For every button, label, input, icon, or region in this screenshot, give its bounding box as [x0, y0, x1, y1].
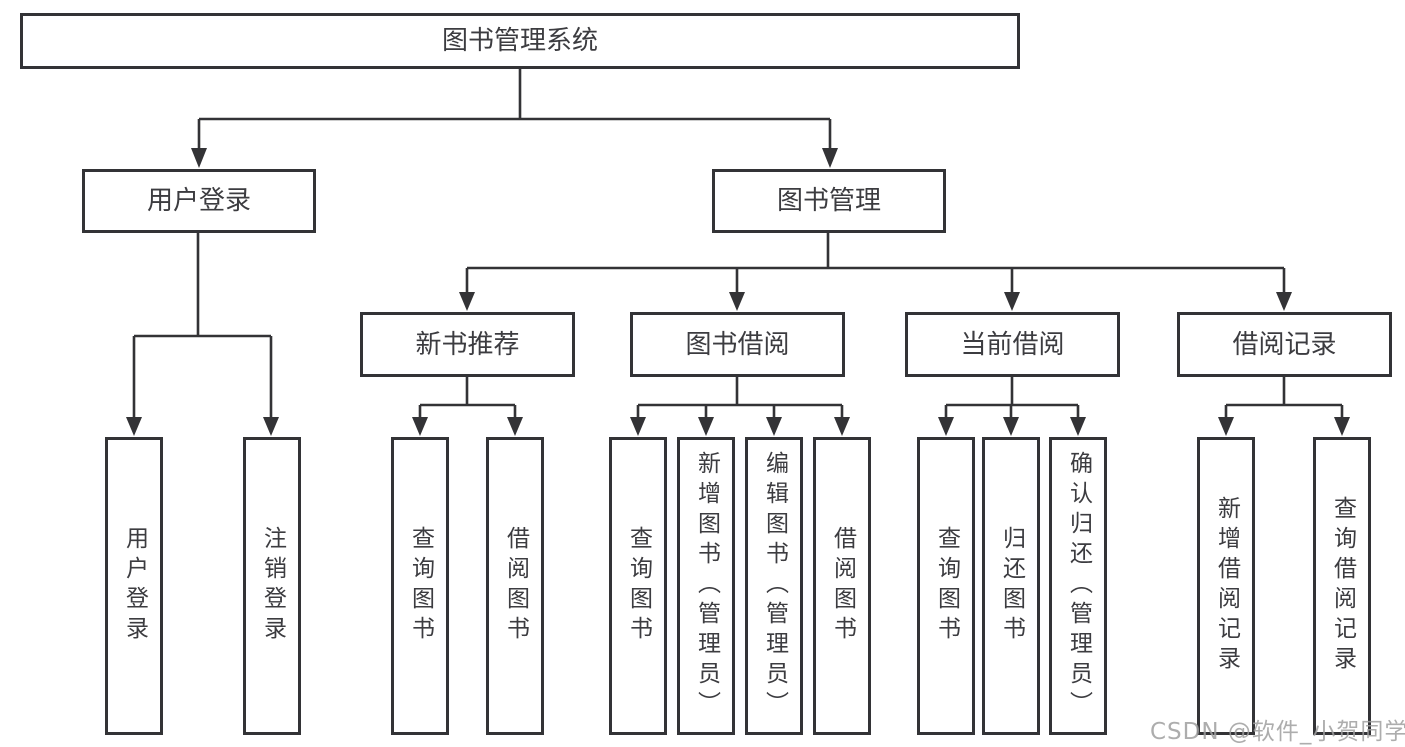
leaf-borrow-books-recommend: 借阅图书: [486, 437, 544, 735]
node-label: 查询图书: [933, 526, 960, 646]
node-label: 新增借阅记录: [1213, 496, 1240, 676]
node-label: 注销登录: [259, 526, 286, 646]
node-book-management: 图书管理: [712, 169, 946, 233]
leaf-edit-books-admin: 编辑图书（管理员）: [745, 437, 803, 735]
leaf-add-borrow-record: 新增借阅记录: [1197, 437, 1255, 735]
node-book-borrowing: 图书借阅: [630, 312, 845, 377]
node-label: 图书管理系统: [441, 26, 598, 56]
leaf-confirm-return-admin: 确认归还（管理员）: [1049, 437, 1107, 735]
leaf-user-login: 用户登录: [105, 437, 163, 735]
csdn-watermark: CSDN @软件_小贺同学: [1150, 719, 1405, 745]
node-label: 确认归还（管理员）: [1065, 451, 1092, 721]
node-library-management-system: 图书管理系统: [20, 13, 1020, 69]
leaf-logout: 注销登录: [243, 437, 301, 735]
node-label: 借阅图书: [502, 526, 529, 646]
node-new-book-recommendation: 新书推荐: [360, 312, 575, 377]
leaf-query-books-borrow: 查询图书: [609, 437, 667, 735]
node-label: 当前借阅: [960, 329, 1065, 360]
node-user-login: 用户登录: [82, 169, 316, 233]
node-label: 用户登录: [146, 186, 251, 216]
node-label: 编辑图书（管理员）: [761, 451, 788, 721]
node-label: 查询借阅记录: [1329, 496, 1356, 676]
arrowhead-icons: [126, 148, 1350, 436]
node-borrowing-records: 借阅记录: [1177, 312, 1392, 377]
node-label: 查询图书: [407, 526, 434, 646]
node-label: 新书推荐: [415, 329, 520, 360]
leaf-query-borrow-record: 查询借阅记录: [1313, 437, 1371, 735]
node-label: 用户登录: [121, 526, 148, 646]
leaf-return-books: 归还图书: [982, 437, 1040, 735]
node-label: 借阅图书: [829, 526, 856, 646]
node-label: 借阅记录: [1232, 329, 1337, 360]
node-current-borrowing: 当前借阅: [905, 312, 1120, 377]
node-label: 图书管理: [776, 186, 881, 216]
leaf-add-books-admin: 新增图书（管理员）: [677, 437, 735, 735]
node-label: 查询图书: [625, 526, 652, 646]
leaf-query-books-recommend: 查询图书: [391, 437, 449, 735]
leaf-query-books-current: 查询图书: [917, 437, 975, 735]
node-label: 新增图书（管理员）: [693, 451, 720, 721]
node-label: 图书借阅: [685, 329, 790, 360]
node-label: 归还图书: [998, 526, 1025, 646]
leaf-borrow-books: 借阅图书: [813, 437, 871, 735]
